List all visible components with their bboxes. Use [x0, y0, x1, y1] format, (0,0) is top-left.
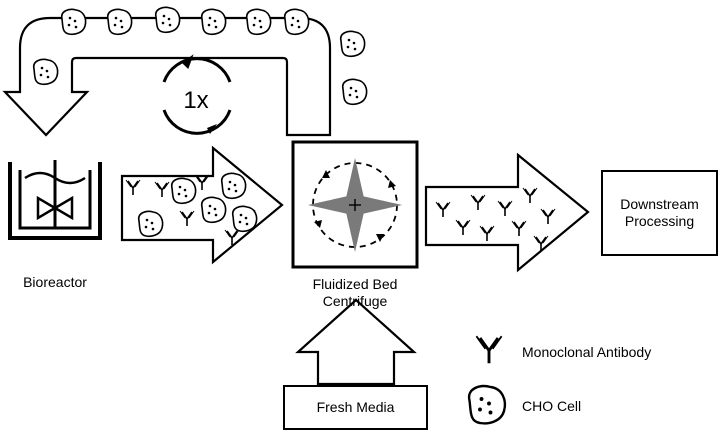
fresh-media-arrow — [295, 298, 417, 386]
centrifuge-label-line1: Fluidized Bed — [312, 276, 398, 292]
centrifuge-rotor — [308, 158, 402, 252]
legend-antibody-icon — [474, 334, 504, 365]
downstream-processing-box: Downstream Processing — [601, 170, 718, 256]
centrifuge-label: Fluidized Bed Centrifuge — [290, 276, 420, 310]
fresh-media-label: Fresh Media — [316, 399, 395, 415]
downstream-label-line1: Downstream — [620, 196, 699, 212]
legend-antibody-label: Monoclonal Antibody — [522, 344, 652, 360]
bioreactor-label: Bioreactor — [23, 274, 87, 290]
recycle-cycle-icon — [162, 54, 232, 135]
downstream-label-line2: Processing — [624, 213, 695, 229]
bioreactor-icon — [8, 160, 102, 240]
recycle-count: 1x — [183, 87, 208, 114]
centrifuge-label-line2: Centrifuge — [322, 293, 388, 309]
recycle-loop-arrow — [2, 16, 332, 137]
legend-cho-cell-icon — [467, 384, 507, 425]
fresh-media-box — [283, 385, 428, 430]
legend-cho-cell-label: CHO Cell — [522, 398, 582, 414]
centrifuge-to-downstream-arrow — [424, 152, 590, 273]
